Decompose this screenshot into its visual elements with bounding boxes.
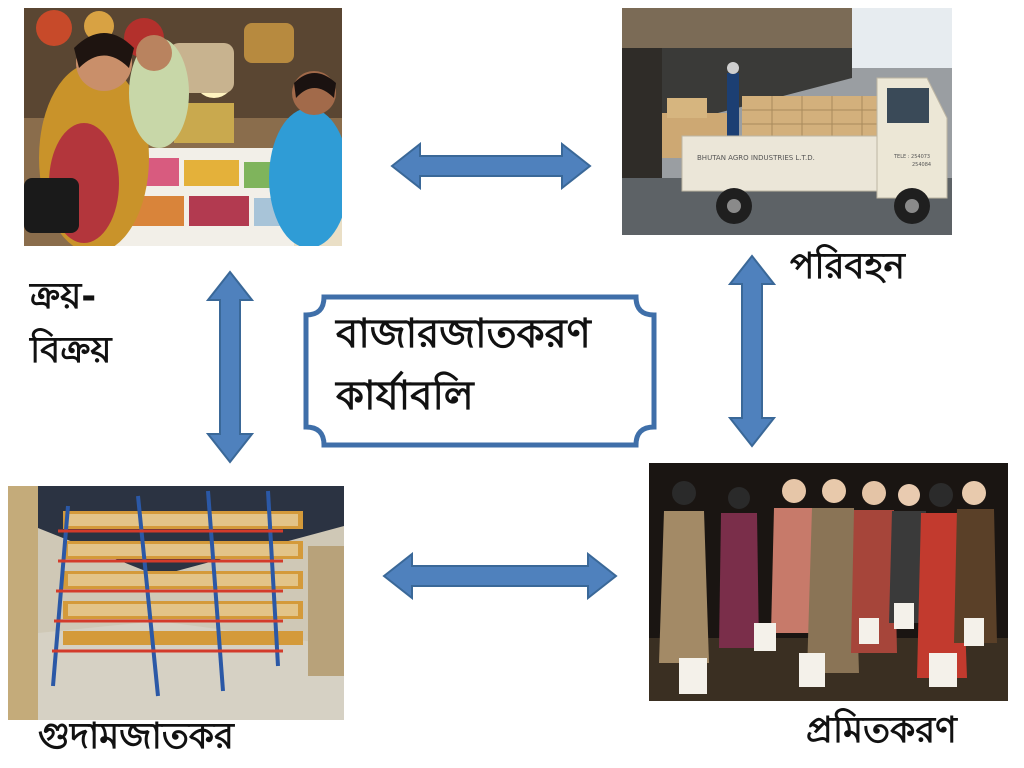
center-title-line1: বাজারজাতকরণ	[336, 311, 591, 357]
label-buy-sell: ক্রয়- বিক্রয়	[30, 270, 112, 378]
label-warehousing: গুদামজাতকর	[38, 716, 234, 757]
double-arrow-left	[206, 270, 254, 464]
double-headed-arrow-icon	[382, 552, 618, 600]
double-arrow-right	[728, 254, 776, 448]
truck-tele-text: TELE : 254073	[893, 154, 930, 160]
truck-tele-text-2: 254084	[912, 162, 931, 168]
double-headed-arrow-icon	[728, 254, 776, 448]
double-arrow-bottom	[382, 552, 618, 600]
truck-door-text: BHUTAN AGRO INDUSTRIES L.T.D.	[697, 154, 815, 162]
double-headed-arrow-icon	[390, 142, 592, 190]
center-frame	[303, 294, 657, 448]
label-transport: পরিবহন	[790, 246, 905, 287]
shop-photo	[24, 8, 342, 246]
label-buy-sell-line2: বিক্রয়	[30, 330, 112, 371]
center-title-line2: কার্যাবলি	[336, 373, 474, 419]
mannequins-photo	[649, 463, 1008, 701]
double-arrow-top	[390, 142, 592, 190]
double-headed-arrow-icon	[206, 270, 254, 464]
label-buy-sell-line1: ক্রয়-	[30, 276, 97, 317]
truck-photo: BHUTAN AGRO INDUSTRIES L.T.D. TELE : 254…	[622, 8, 952, 235]
label-standardization: প্রমিতকরণ	[806, 710, 957, 751]
warehouse-photo	[8, 486, 344, 720]
center-title: বাজারজাতকরণ কার্যাবলি	[336, 303, 591, 427]
